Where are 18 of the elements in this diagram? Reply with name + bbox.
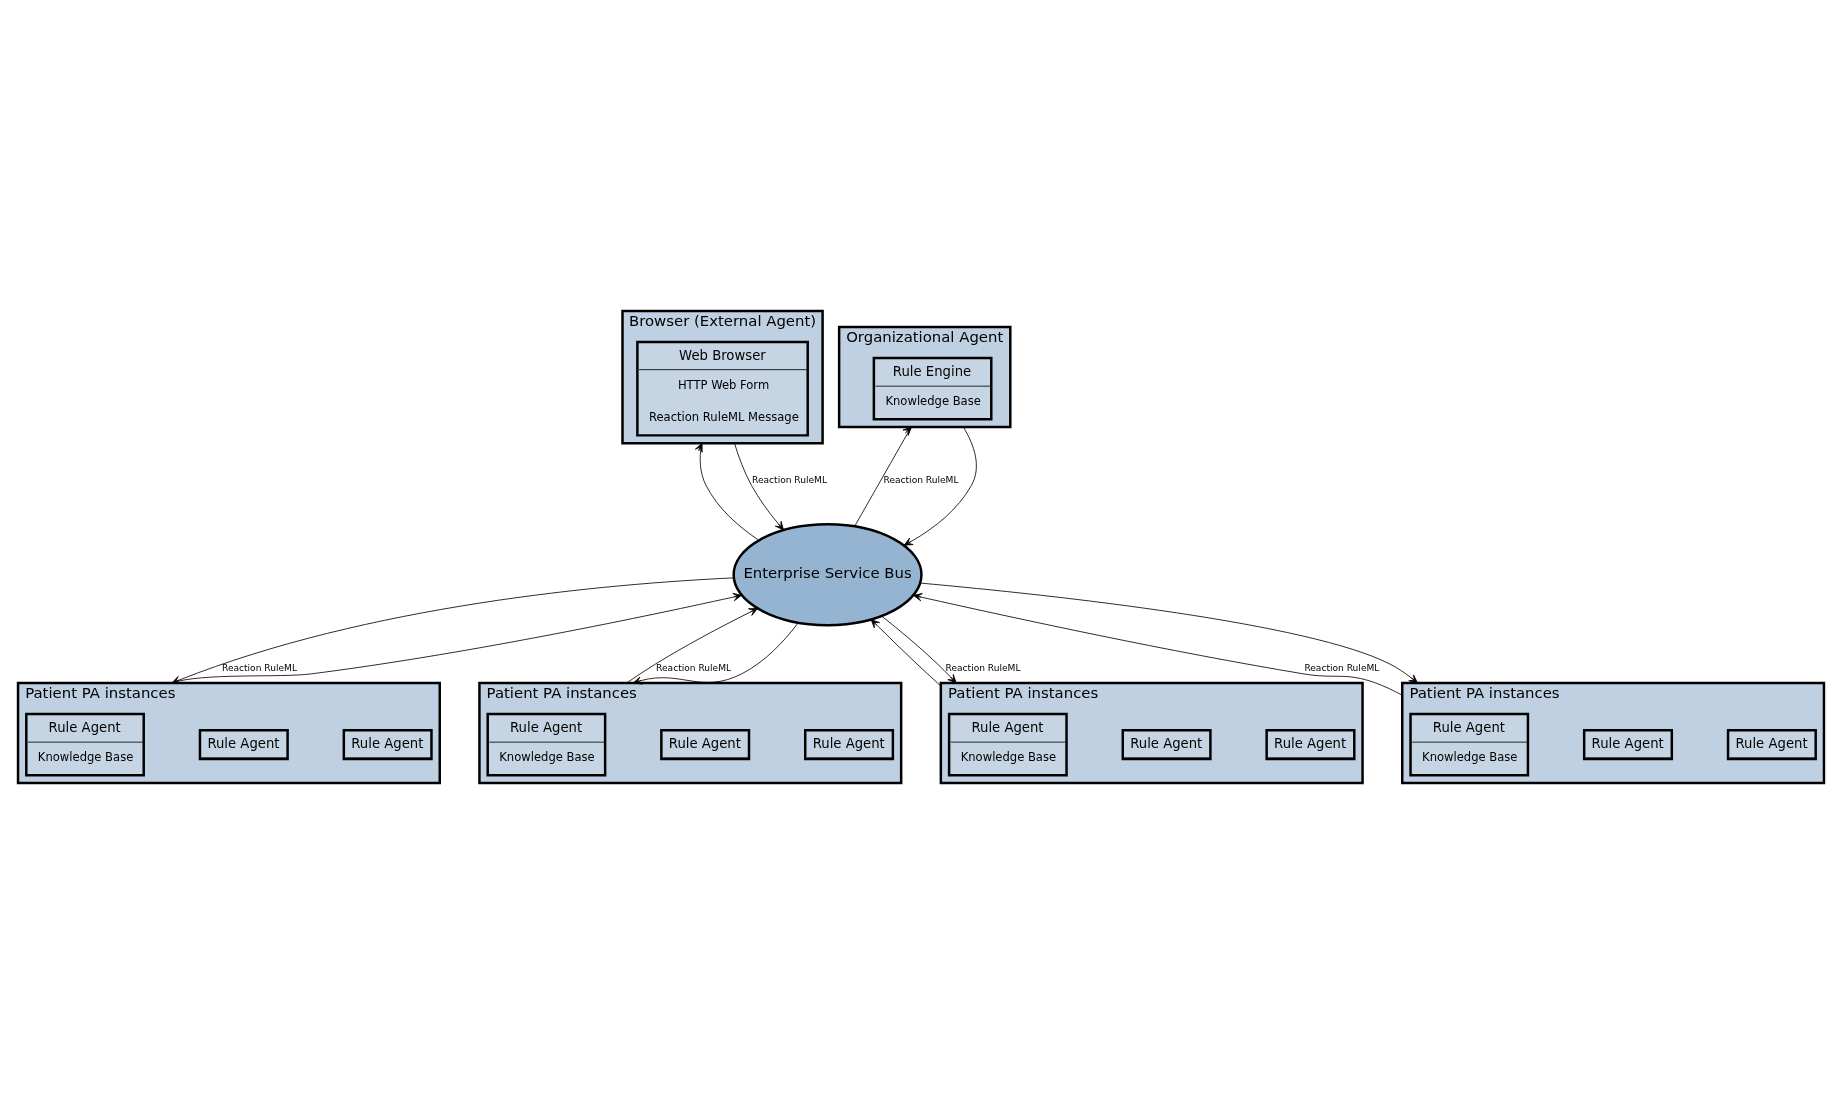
edge-label: Reaction RuleML [656,663,732,674]
arrow [632,622,799,685]
arrow [171,577,735,684]
arrow [903,426,977,546]
arrow [694,442,760,541]
edge-label: Reaction RuleML [1304,663,1380,674]
arrow [870,619,942,687]
edge-label: Reaction RuleML [945,663,1021,674]
arrow [881,615,957,684]
arrow [854,426,912,527]
edge-label: Reaction RuleML [222,663,297,674]
arrow [626,608,758,684]
arrow [171,592,743,684]
edge-label: Reaction RuleML [883,474,959,485]
edge-label: Reaction RuleML [752,474,828,485]
arrow [734,442,784,531]
arrow [913,593,1403,696]
arrow [919,582,1418,684]
